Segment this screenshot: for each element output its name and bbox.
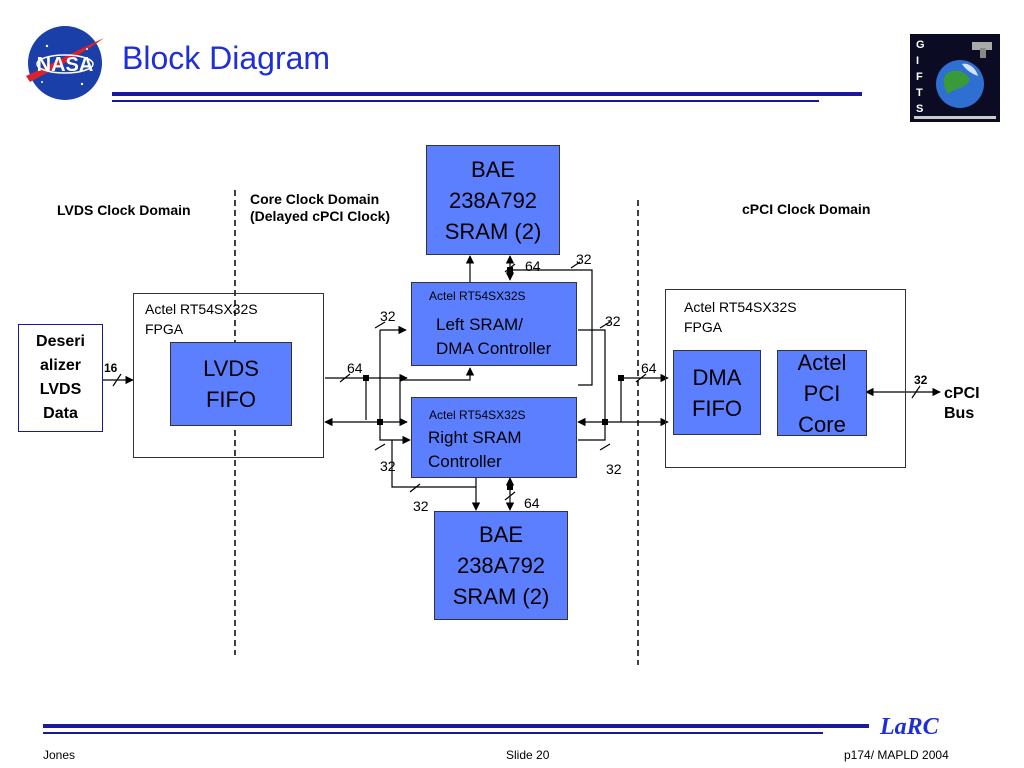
- pci-core-line1: Actel: [797, 349, 847, 375]
- right-fpga-part: Actel RT54SX32S: [684, 299, 797, 315]
- header-rule-thin: [112, 100, 819, 102]
- left-fpga-part: Actel RT54SX32S: [145, 301, 258, 317]
- deser-line4: Data: [43, 405, 78, 422]
- footer-reference: p174/ MAPLD 2004: [844, 748, 949, 762]
- right-ctrl-line2: Controller: [428, 452, 502, 471]
- lvds-fifo-line2: FIFO: [205, 387, 257, 412]
- pci-core-line3: Core: [798, 411, 846, 437]
- bus-width-bottom-64: 64: [524, 495, 540, 511]
- dma-fifo-line2: FIFO: [691, 395, 743, 421]
- right-ctrl-part: Actel RT54SX32S: [429, 408, 526, 422]
- footer-slide-number: Slide 20: [506, 748, 550, 762]
- deser-line1: Deseri: [36, 333, 85, 350]
- svg-text:I: I: [916, 55, 919, 67]
- cpci-bus-line1: cPCI: [944, 385, 980, 402]
- bus-width-right-lower-32: 32: [606, 461, 622, 477]
- svg-text:NASA: NASA: [37, 54, 94, 76]
- left-fpga-box: Actel RT54SX32S FPGA: [133, 293, 324, 458]
- cpci-bus-label: cPCI Bus: [944, 384, 980, 424]
- bus-width-top-64: 64: [525, 258, 541, 274]
- slide-title: Block Diagram: [122, 40, 331, 76]
- lvds-fifo-block: LVDS FIFO: [170, 342, 292, 426]
- bus-width-right-64: 64: [641, 360, 657, 376]
- bus-width-output-32: 32: [914, 373, 928, 387]
- lvds-fifo-line1: LVDS: [203, 356, 259, 381]
- sram-bottom-line1: BAE: [478, 522, 524, 547]
- bus-width-top-32: 32: [576, 251, 592, 267]
- actel-pci-core-block: Actel PCI Core: [777, 349, 867, 437]
- lvds-clock-domain-label: LVDS Clock Domain: [57, 202, 191, 218]
- core-clock-domain-label: Core Clock Domain: [250, 191, 380, 207]
- right-fpga-box: Actel RT54SX32S FPGA: [665, 289, 906, 468]
- left-ctrl-line2: DMA Controller: [436, 339, 552, 358]
- sram-block-top: BAE 238A792 SRAM (2): [426, 145, 560, 255]
- left-ctrl-line1: Left SRAM/: [436, 315, 523, 334]
- larc-brand: LaRC: [880, 714, 939, 740]
- footer-rule-thin: [43, 732, 823, 734]
- deser-line2: alizer: [40, 357, 81, 374]
- bus-width-right-upper-32: 32: [605, 313, 621, 329]
- bus-width-bottom-32: 32: [413, 498, 429, 514]
- gifts-logo: G I F T S: [910, 34, 1000, 122]
- header-rule-thick: [112, 92, 862, 96]
- deserializer-box: Deseri alizer LVDS Data: [18, 324, 103, 432]
- nasa-logo: NASA: [22, 24, 108, 102]
- left-ctrl-part: Actel RT54SX32S: [429, 289, 526, 303]
- sram-top-line3: SRAM (2): [444, 218, 542, 244]
- footer-author: Jones: [43, 748, 76, 762]
- right-sram-controller: Actel RT54SX32S Right SRAM Controller: [411, 397, 577, 478]
- bus-width-input-16: 16: [104, 361, 118, 375]
- left-fpga-type: FPGA: [145, 321, 184, 337]
- sram-bottom-line3: SRAM (2): [452, 584, 550, 609]
- svg-text:F: F: [916, 71, 923, 83]
- left-sram-dma-controller: Actel RT54SX32S Left SRAM/ DMA Controlle…: [411, 282, 577, 366]
- sram-top-line1: BAE: [470, 156, 516, 182]
- deser-line3: LVDS: [39, 381, 82, 398]
- pci-core-line2: PCI: [803, 380, 841, 406]
- bus-width-left-upper-32: 32: [380, 308, 396, 324]
- right-ctrl-line1: Right SRAM: [428, 428, 522, 447]
- bus-width-left-64: 64: [347, 360, 363, 376]
- core-clock-domain-sublabel: (Delayed cPCI Clock): [250, 208, 391, 224]
- sram-block-bottom: BAE 238A792 SRAM (2): [434, 511, 568, 620]
- svg-text:G: G: [916, 39, 925, 51]
- svg-text:T: T: [916, 87, 923, 99]
- svg-text:S: S: [916, 103, 923, 115]
- footer-rule-thick: [43, 724, 869, 728]
- dma-fifo-block: DMA FIFO: [673, 350, 761, 435]
- dma-fifo-line1: DMA: [692, 364, 742, 390]
- sram-bottom-line2: 238A792: [456, 553, 546, 578]
- cpci-bus-line2: Bus: [944, 405, 975, 422]
- cpci-clock-domain-label: cPCI Clock Domain: [742, 201, 871, 217]
- bus-width-left-lower-32: 32: [380, 458, 396, 474]
- sram-top-line2: 238A792: [448, 187, 538, 213]
- right-fpga-type: FPGA: [684, 319, 723, 335]
